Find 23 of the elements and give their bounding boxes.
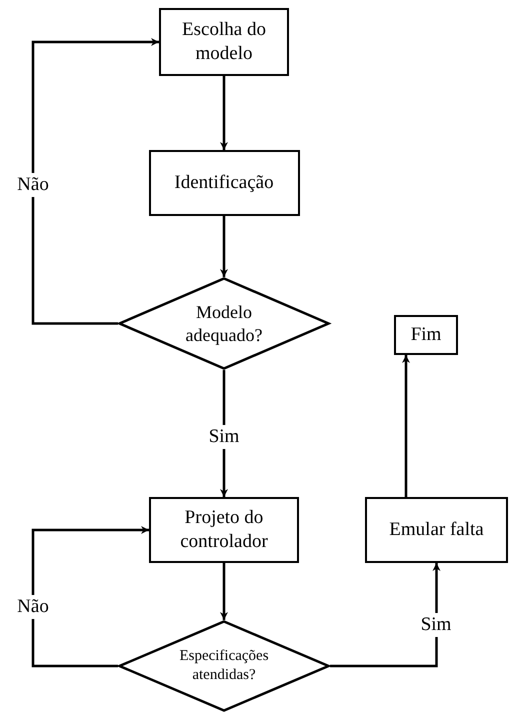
process-box (365, 497, 508, 563)
arrow (220, 216, 228, 277)
node-text: Escolha do modelo (181, 18, 267, 66)
decision-diamond (118, 277, 330, 370)
node-text: Identificação (174, 171, 274, 195)
edge-label: Não (15, 595, 51, 619)
node-text: Especificações atendidas? (178, 647, 270, 685)
node-text: Fim (410, 323, 442, 347)
arrow (220, 76, 228, 150)
node-text: Projeto do controlador (179, 506, 269, 554)
process-box (394, 315, 458, 355)
process-box (159, 8, 289, 76)
arrow (402, 355, 410, 497)
arrow (32, 526, 149, 668)
arrow (32, 38, 159, 325)
process-box (148, 150, 300, 216)
decision-diamond (118, 620, 330, 712)
edge-label: Não (15, 173, 51, 197)
node-text: Emular falta (389, 518, 484, 542)
arrow (330, 563, 440, 668)
arrow (220, 563, 228, 620)
process-box (149, 497, 299, 563)
node-text: Modelo adequado? (184, 301, 264, 346)
